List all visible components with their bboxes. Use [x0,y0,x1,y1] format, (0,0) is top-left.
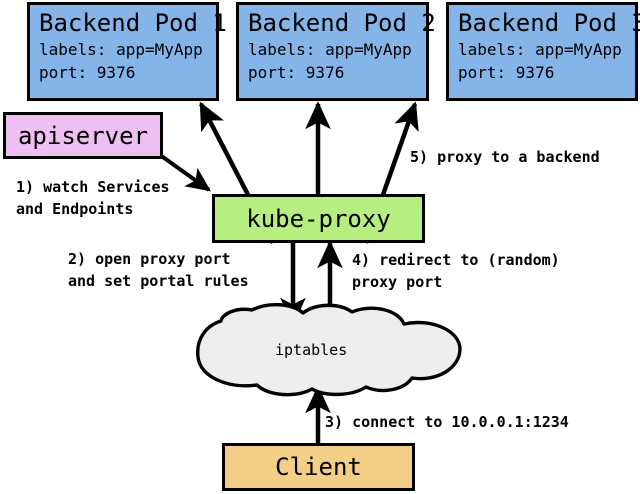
annotation-step-4-line-1: 4) redirect to (random) [352,251,560,269]
iptables-label: iptables [275,341,348,359]
annotation-step-5: 5) proxy to a backend [410,148,600,166]
backend-pod-1-title: Backend Pod 1 [39,9,227,37]
annotation-step-1-line-1: 1) watch Services [16,178,170,196]
backend-pod-1-labels: labels: app=MyApp [39,40,203,59]
kube-proxy-box[interactable]: kube-proxy [212,194,425,243]
backend-pod-3-labels: labels: app=MyApp [458,40,622,59]
annotation-step-2-line-1: 2) open proxy port [68,250,231,268]
backend-pod-1-port: port: 9376 [39,63,136,82]
backend-pod-2-box[interactable]: Backend Pod 2 labels: app=MyApp port: 93… [236,2,436,101]
backend-pod-3-port: port: 9376 [458,63,555,82]
backend-pod-3-box[interactable]: Backend Pod 3 labels: app=MyApp port: 93… [446,2,640,101]
apiserver-box[interactable]: apiserver [3,112,163,159]
annotation-step-3: 3) connect to 10.0.0.1:1234 [325,413,569,431]
backend-pod-3-title: Backend Pod 3 [458,9,640,37]
backend-pod-2-labels: labels: app=MyApp [248,40,412,59]
backend-pod-1-box[interactable]: Backend Pod 1 labels: app=MyApp port: 93… [27,2,227,101]
backend-pod-2-title: Backend Pod 2 [248,9,436,37]
backend-pod-2-port: port: 9376 [248,63,345,82]
kube-proxy-label: kube-proxy [246,204,391,233]
apiserver-label: apiserver [17,121,149,150]
client-box[interactable]: Client [222,443,415,491]
client-label: Client [275,453,362,481]
annotation-step-4-line-2: proxy port [352,273,443,291]
annotation-step-2-line-2: and set portal rules [68,272,249,290]
annotation-step-1-line-2: and Endpoints [16,200,134,218]
